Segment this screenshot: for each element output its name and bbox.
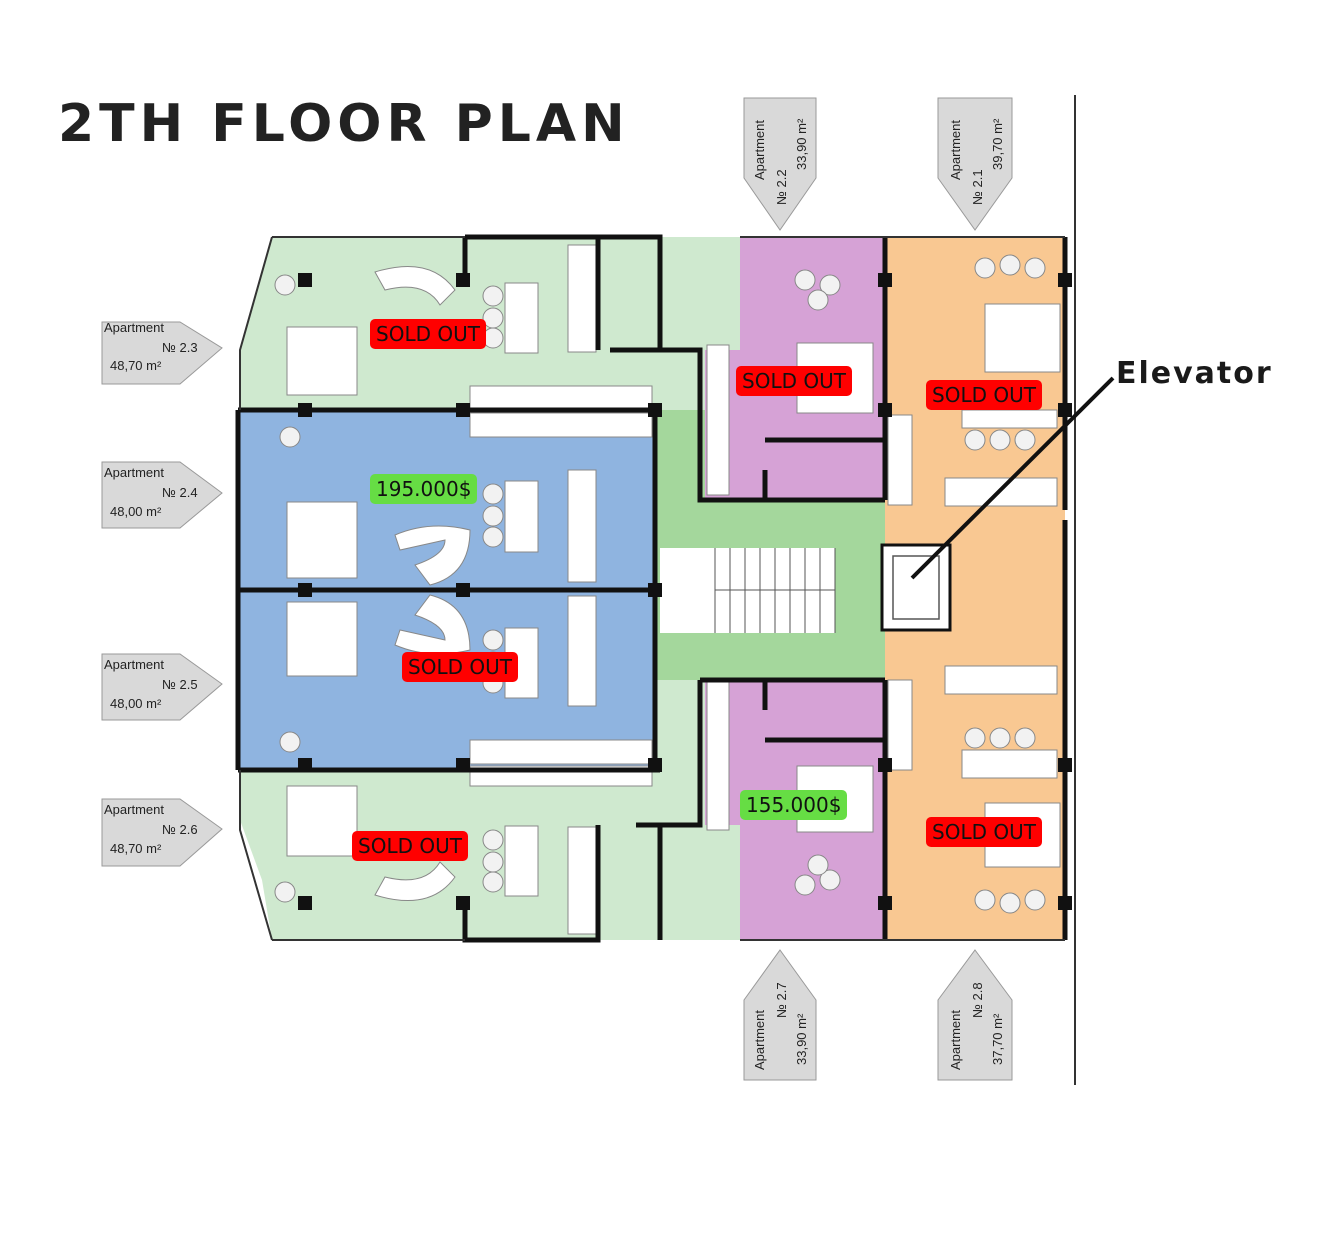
marker-2-1-number: № 2.1 (970, 169, 985, 205)
marker-apartment-2-1: Apartment № 2.1 39,70 m² (937, 97, 1013, 231)
marker-2-1-area: 39,70 m² (990, 118, 1005, 170)
price-badge-apartment-2-4[interactable]: 195.000$ (370, 474, 478, 504)
marker-2-7-word: Apartment (752, 1010, 767, 1070)
marker-2-6-word: Apartment (104, 802, 164, 817)
price-badge-apartment-2-7[interactable]: 155.000$ (740, 790, 848, 820)
marker-2-8-number: № 2.8 (970, 982, 985, 1018)
marker-apartment-2-4: Apartment № 2.4 48,00 m² (101, 461, 223, 529)
marker-2-7-area: 33,90 m² (794, 1013, 809, 1065)
marker-2-1-word: Apartment (948, 120, 963, 180)
marker-2-3-number: № 2.3 (162, 340, 198, 355)
marker-2-8-area: 37,70 m² (990, 1013, 1005, 1065)
marker-2-4-number: № 2.4 (162, 485, 198, 500)
marker-2-2-word: Apartment (752, 120, 767, 180)
marker-2-4-word: Apartment (104, 465, 164, 480)
marker-apartment-2-8: Apartment № 2.8 37,70 m² (937, 949, 1013, 1081)
marker-apartment-2-5: Apartment № 2.5 48,00 m² (101, 653, 223, 721)
marker-2-3-area: 48,70 m² (110, 358, 162, 373)
status-badge-apartment-2-3[interactable]: SOLD OUT (370, 319, 486, 349)
marker-2-7-number: № 2.7 (774, 982, 789, 1018)
marker-apartment-2-3: Apartment № 2.3 48,70 m² (101, 320, 223, 385)
columns (298, 273, 1072, 910)
marker-2-2-number: № 2.2 (774, 169, 789, 205)
marker-2-6-number: № 2.6 (162, 822, 198, 837)
marker-2-5-area: 48,00 m² (110, 696, 162, 711)
elevator-label: Elevator (1116, 356, 1273, 391)
status-badge-apartment-2-8[interactable]: SOLD OUT (926, 817, 1042, 847)
status-badge-apartment-2-1[interactable]: SOLD OUT (926, 380, 1042, 410)
marker-2-4-area: 48,00 m² (110, 504, 162, 519)
marker-2-5-word: Apartment (104, 657, 164, 672)
wall-thin (239, 236, 1065, 941)
marker-apartment-2-2: Apartment № 2.2 33,90 m² (743, 97, 817, 231)
marker-2-8-word: Apartment (948, 1010, 963, 1070)
stairs (714, 548, 836, 633)
status-badge-apartment-2-5[interactable]: SOLD OUT (402, 652, 518, 682)
marker-2-2-area: 33,90 m² (794, 118, 809, 170)
marker-2-5-number: № 2.5 (162, 677, 198, 692)
marker-apartment-2-7: Apartment № 2.7 33,90 m² (743, 949, 817, 1081)
page-title: 2TH FLOOR PLAN (58, 94, 630, 154)
marker-apartment-2-6: Apartment № 2.6 48,70 m² (101, 798, 223, 867)
marker-2-6-area: 48,70 m² (110, 841, 162, 856)
furniture (286, 244, 1061, 935)
status-badge-apartment-2-2[interactable]: SOLD OUT (736, 366, 852, 396)
marker-2-3-word: Apartment (104, 320, 164, 335)
status-badge-apartment-2-6[interactable]: SOLD OUT (352, 831, 468, 861)
elevator-pointer (910, 376, 1115, 580)
